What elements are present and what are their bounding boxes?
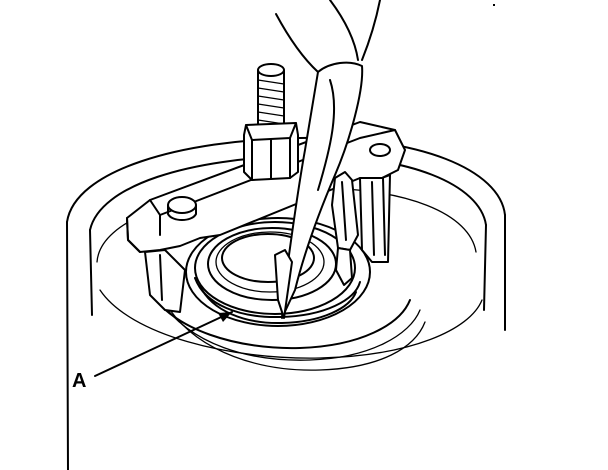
speck — [493, 4, 495, 6]
arrowhead — [218, 312, 232, 322]
callout-leader-a — [94, 311, 233, 377]
snap-ring-pliers — [274, 0, 381, 319]
inner-bore-rings — [149, 289, 426, 371]
leader-line — [94, 311, 233, 377]
center-bolt — [243, 63, 299, 181]
callout-label-a: A — [72, 370, 86, 392]
snap-ring — [194, 277, 361, 325]
